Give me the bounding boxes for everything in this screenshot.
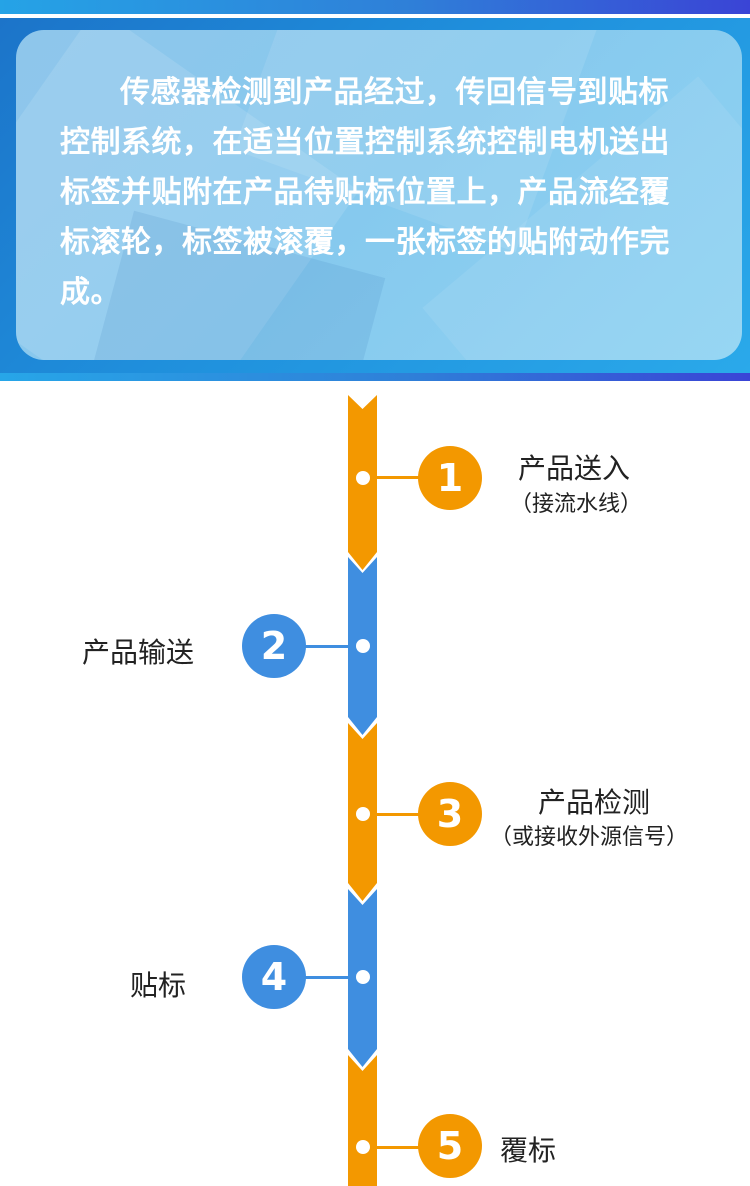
timeline-dot bbox=[356, 639, 370, 653]
step-3-connector bbox=[377, 813, 421, 816]
intro-banner: 传感器检测到产品经过，传回信号到贴标控制系统，在适当位置控制系统控制电机送出标签… bbox=[0, 18, 750, 373]
step-5-connector bbox=[377, 1146, 421, 1149]
step-3-badge: 3 bbox=[418, 782, 482, 846]
step-1-subtitle: （接流水线） bbox=[510, 492, 643, 517]
banner-bottom-strip bbox=[0, 373, 750, 381]
step-1-connector bbox=[377, 476, 421, 479]
timeline-dot bbox=[356, 970, 370, 984]
step-4-title: 贴标 bbox=[130, 969, 187, 1002]
timeline-segment-5 bbox=[348, 1055, 377, 1186]
step-5-title: 覆标 bbox=[500, 1134, 557, 1167]
step-4-connector bbox=[300, 976, 350, 979]
step-1-title: 产品送入 bbox=[518, 452, 631, 485]
step-4-badge: 4 bbox=[242, 945, 306, 1009]
step-3-title: 产品检测 bbox=[538, 786, 651, 819]
top-strip-line bbox=[0, 14, 750, 18]
top-strip bbox=[0, 0, 750, 14]
intro-box bbox=[16, 30, 742, 360]
step-2-title: 产品输送 bbox=[82, 636, 195, 669]
timeline-dot bbox=[356, 471, 370, 485]
step-1-badge: 1 bbox=[418, 446, 482, 510]
timeline-dot bbox=[356, 1140, 370, 1154]
step-5-badge: 5 bbox=[418, 1114, 482, 1178]
step-2-connector bbox=[300, 645, 350, 648]
timeline-dot bbox=[356, 807, 370, 821]
step-3-subtitle: （或接收外源信号） bbox=[490, 825, 689, 850]
intro-text: 传感器检测到产品经过，传回信号到贴标控制系统，在适当位置控制系统控制电机送出标签… bbox=[60, 75, 670, 310]
step-2-badge: 2 bbox=[242, 614, 306, 678]
